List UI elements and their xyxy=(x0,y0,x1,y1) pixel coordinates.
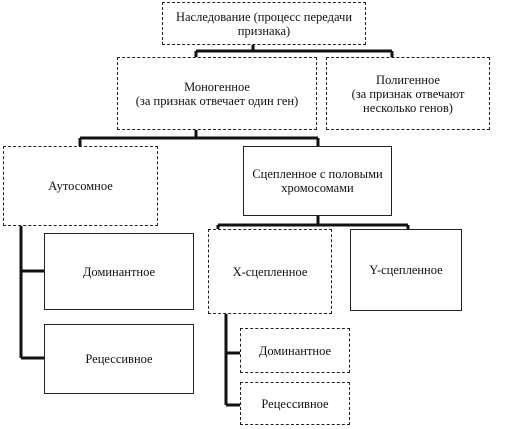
connector-xlinked-children xyxy=(224,314,240,407)
connector-sexlinked-children xyxy=(216,216,410,229)
node-autosomal-dominant: Доминантное xyxy=(44,233,194,310)
node-x-dominant: Доминантное xyxy=(240,328,350,373)
node-autosomal-dominant-label: Доминантное xyxy=(82,264,156,279)
node-autosomal-label: Аутосомное xyxy=(48,179,113,193)
node-x-recessive-label: Рецессивное xyxy=(261,396,329,411)
connector-monogenic-children xyxy=(78,130,320,146)
node-sex-linked: Сцепленное с половыми хромосомами xyxy=(243,146,392,216)
node-x-dominant-label: Доминантное xyxy=(258,343,332,358)
node-y-linked: Y-сцепленное xyxy=(350,229,462,311)
node-x-linked: Х-сцепленное xyxy=(208,229,332,314)
node-x-linked-label: Х-сцепленное xyxy=(232,264,308,279)
node-x-recessive: Рецессивное xyxy=(240,382,350,425)
node-autosomal-recessive-label: Рецессивное xyxy=(85,352,153,366)
node-monogenic: Моногенное (за признак отвечает один ген… xyxy=(117,57,317,130)
node-polygenic: Полигенное (за признак отвечают нескольк… xyxy=(326,57,490,130)
node-y-linked-label: Y-сцепленное xyxy=(369,263,443,277)
node-autosomal-recessive: Рецессивное xyxy=(44,324,194,394)
connector-autosomal-children xyxy=(19,226,44,360)
node-sex-linked-label: Сцепленное с половыми хромосомами xyxy=(252,167,383,195)
node-root-label: Наследование (процесс передачи признака) xyxy=(175,9,353,38)
node-polygenic-label: Полигенное (за признак отвечают нескольк… xyxy=(351,72,465,115)
node-autosomal: Аутосомное xyxy=(3,146,158,226)
node-monogenic-label: Моногенное (за признак отвечает один ген… xyxy=(135,79,299,108)
connector-root-children xyxy=(194,45,394,57)
node-root: Наследование (процесс передачи признака) xyxy=(162,2,366,45)
